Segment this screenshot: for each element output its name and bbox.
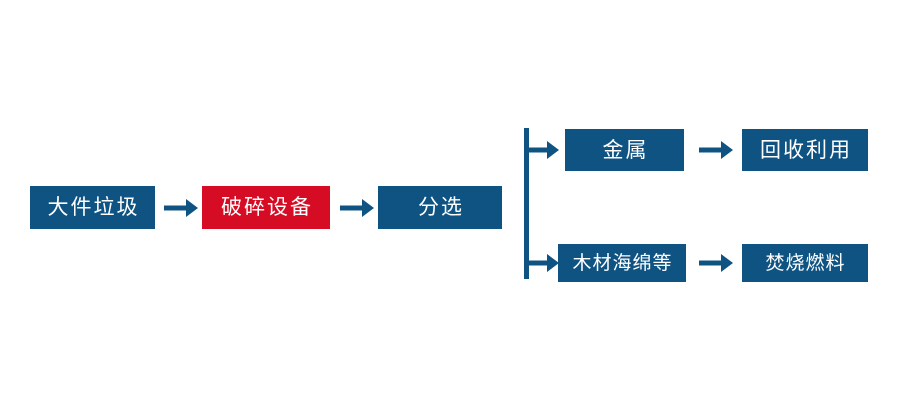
node-incineration-fuel[interactable]: 焚烧燃料	[742, 244, 868, 282]
branch-arrow-right-top-icon	[527, 137, 561, 163]
branch-arrow-right-bottom-icon	[527, 250, 561, 276]
arrow-right-icon-3	[699, 137, 735, 163]
node-wood-sponge-etc[interactable]: 木材海绵等	[558, 244, 686, 282]
split-bracket-stem	[524, 128, 529, 279]
arrow-right-icon-4	[699, 250, 735, 276]
node-crushing-equipment[interactable]: 破碎设备	[202, 186, 330, 229]
node-bulky-waste[interactable]: 大件垃圾	[30, 186, 155, 229]
arrow-right-icon-2	[340, 195, 376, 221]
split-bracket	[524, 128, 529, 279]
node-recycling-reuse[interactable]: 回收利用	[742, 129, 868, 171]
arrow-right-icon-1	[164, 195, 200, 221]
node-sorting[interactable]: 分选	[378, 186, 502, 229]
node-metal[interactable]: 金属	[565, 129, 684, 171]
